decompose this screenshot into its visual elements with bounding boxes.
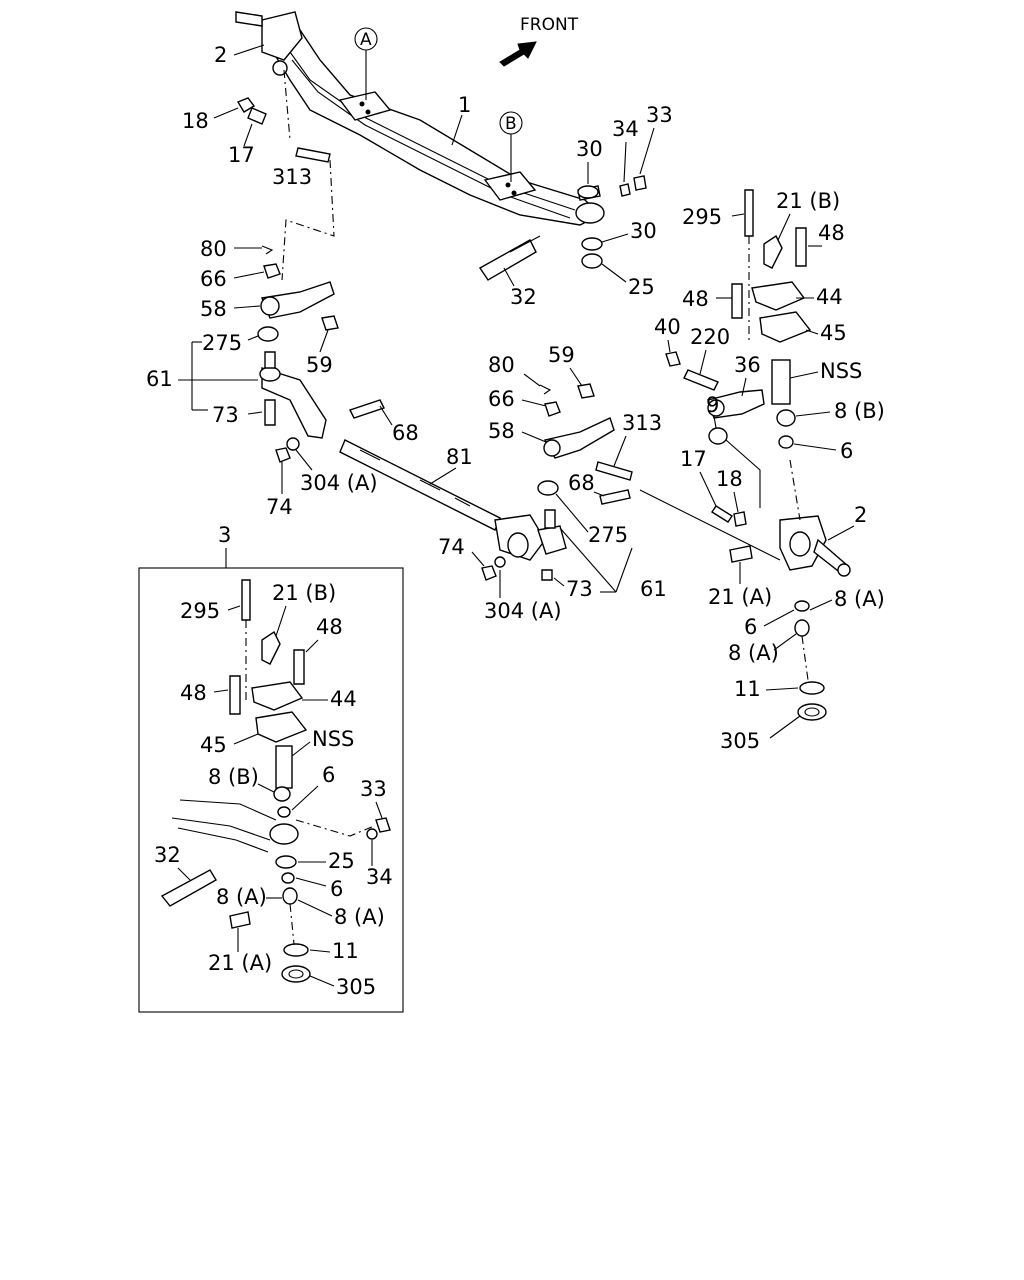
callout-73: 73 [212,403,239,427]
callout-25: 25 [628,275,655,299]
callout-8b: 8 (B) [834,399,885,423]
tie-rod [339,439,546,581]
callout-2: 2 [214,43,227,67]
inset-callout-25: 25 [328,849,355,873]
callout-220: 220 [690,325,730,349]
callout-275-center: 275 [588,523,628,547]
callout-40: 40 [654,315,681,339]
inset-frame [138,567,404,1013]
callout-45: 45 [820,321,847,345]
inset-callout-48-left: 48 [180,681,207,705]
inset-callout-34: 34 [366,865,393,889]
callout-33: 33 [646,103,673,127]
callout-304a-center: 304 (A) [484,599,562,623]
reference-marker-a: A [354,27,378,100]
inset-callout-21a: 21 (A) [208,951,272,975]
inset-detail-3: 3 295 21 (B) 48 [138,523,404,1013]
callout-66: 66 [200,267,227,291]
inset-callout-8a-left: 8 (A) [216,885,267,909]
callout-61: 61 [146,367,173,391]
callout-66-center: 66 [488,387,515,411]
main-callout-labels: 1 2 18 17 313 80 66 58 275 59 61 73 74 3… [146,43,885,753]
inset-callout-32: 32 [154,843,181,867]
callout-305: 305 [720,729,760,753]
inset-callout-11: 11 [332,939,359,963]
inset-callout-305: 305 [336,975,376,999]
right-kingpin-parts [478,175,851,721]
callout-30-upper: 30 [576,137,603,161]
inset-callout-nss: NSS [312,727,354,751]
inset-callout-6-upper: 6 [322,763,335,787]
callout-81: 81 [446,445,473,469]
inset-callout-45: 45 [200,733,227,757]
callout-21b: 21 (B) [776,189,840,213]
callout-59: 59 [306,353,333,377]
callout-11: 11 [734,677,761,701]
callout-59-center: 59 [548,343,575,367]
callout-21a: 21 (A) [708,585,772,609]
callout-58: 58 [200,297,227,321]
front-arrow-icon [499,41,537,67]
callout-68-center: 68 [568,471,595,495]
callout-80-center: 80 [488,353,515,377]
inset-callout-295: 295 [180,599,220,623]
callout-nss: NSS [820,359,862,383]
callout-275: 275 [202,331,242,355]
callout-8a-upper: 8 (A) [834,587,885,611]
inset-callout-33: 33 [360,777,387,801]
callout-48-left: 48 [682,287,709,311]
callout-74: 74 [266,495,293,519]
callout-304a: 304 (A) [300,471,378,495]
left-fasteners [236,69,385,463]
callout-17: 17 [228,143,255,167]
callout-6-upper: 6 [840,439,853,463]
center-arm-parts [537,383,781,581]
callout-313: 313 [272,165,312,189]
inset-callout-21b: 21 (B) [272,581,336,605]
front-label: FRONT [520,15,579,35]
callout-80: 80 [200,237,227,261]
callout-58-center: 58 [488,419,515,443]
svg-text:A: A [360,30,372,50]
inset-callout-44: 44 [330,687,357,711]
callout-17-right: 17 [680,447,707,471]
inset-callout-48-upper: 48 [316,615,343,639]
callout-68: 68 [392,421,419,445]
inset-title: 3 [218,523,231,547]
callout-48-upper: 48 [818,221,845,245]
axle-beam [235,11,605,226]
callout-61-center: 61 [640,577,667,601]
callout-8a-lower: 8 (A) [728,641,779,665]
callout-74-center: 74 [438,535,465,559]
inset-callout-8a-right: 8 (A) [334,905,385,929]
callout-313-center: 313 [622,411,662,435]
callout-2-right: 2 [854,503,867,527]
front-direction-indicator: FRONT [499,15,579,67]
callout-6-lower: 6 [744,615,757,639]
callout-32: 32 [510,285,537,309]
inset-callout-8b: 8 (B) [208,765,259,789]
reference-marker-b: B [499,111,523,182]
callout-30-lower: 30 [630,219,657,243]
callout-34: 34 [612,117,639,141]
svg-text:B: B [505,114,517,134]
callout-1: 1 [458,93,471,117]
callout-295: 295 [682,205,722,229]
callout-9: 9 [706,393,719,417]
callout-44: 44 [816,285,843,309]
inset-callout-6-lower: 6 [330,877,343,901]
callout-18-right: 18 [716,467,743,491]
callout-36: 36 [734,353,761,377]
callout-73-center: 73 [566,577,593,601]
callout-18: 18 [182,109,209,133]
